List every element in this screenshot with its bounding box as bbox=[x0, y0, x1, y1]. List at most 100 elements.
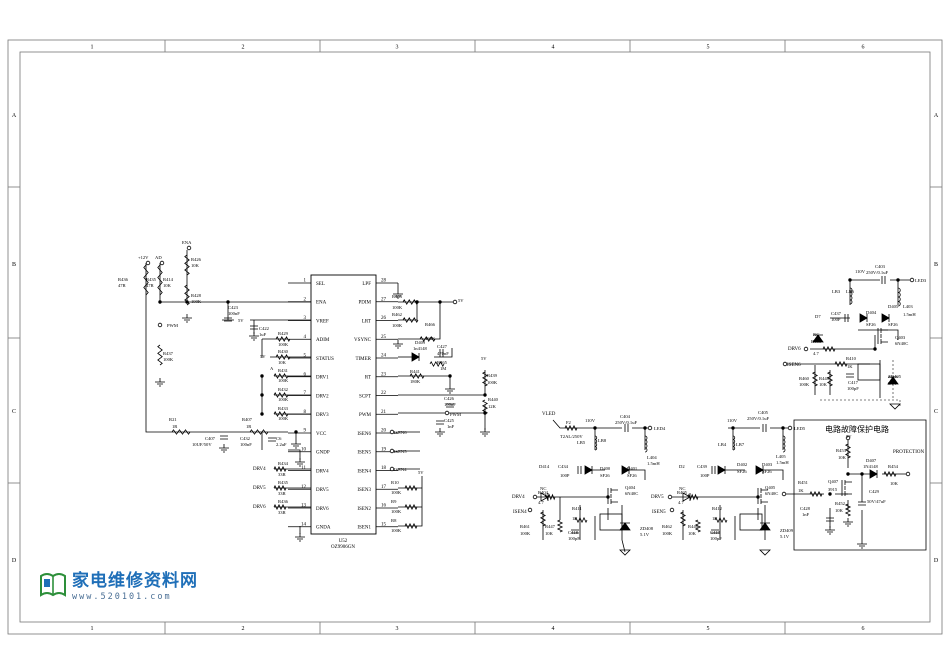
label-r461v: 100K bbox=[520, 531, 531, 536]
wire bbox=[398, 375, 451, 385]
resistor-symbol bbox=[184, 254, 190, 276]
label-r414: R414 bbox=[163, 277, 174, 282]
resistor-symbol bbox=[404, 484, 418, 492]
label-drv4a: DRV4 bbox=[253, 467, 266, 472]
wire bbox=[579, 505, 609, 540]
label-r448: R448 bbox=[819, 376, 830, 381]
label-c6: C6 bbox=[276, 436, 282, 441]
capacitor-symbol bbox=[571, 529, 579, 534]
ic-pin-name: DRV4 bbox=[316, 469, 329, 474]
junction-dot bbox=[896, 278, 900, 282]
resistor-symbol bbox=[714, 516, 728, 524]
resistor-symbol bbox=[844, 503, 852, 517]
label-c403: C403 bbox=[875, 264, 886, 269]
label-sf26c: SF26 bbox=[737, 469, 747, 474]
label-c429: C429 bbox=[869, 489, 880, 494]
net-port-icon bbox=[389, 429, 395, 435]
mosfet-symbol bbox=[841, 480, 852, 496]
ic-pin-name: ISEN2 bbox=[357, 507, 371, 512]
junction-dot bbox=[483, 393, 487, 397]
label-v5b: 5V bbox=[260, 354, 266, 359]
label-r434v: 33R bbox=[278, 472, 287, 477]
label-r430v: 10K bbox=[278, 360, 287, 365]
capacitor-symbol bbox=[624, 424, 629, 432]
ground-icon bbox=[182, 314, 192, 323]
wire bbox=[535, 496, 608, 520]
label-c425: C425 bbox=[444, 418, 455, 423]
label-r465: R465 bbox=[437, 360, 448, 365]
label-r466v: 100K bbox=[425, 336, 436, 341]
capacitor-symbol bbox=[826, 517, 834, 522]
ic-pin-name: DRV2 bbox=[316, 394, 329, 399]
zone-col-bottom-4: 4 bbox=[552, 626, 555, 632]
resistor-symbol bbox=[809, 490, 823, 498]
ic-pin-number: 11 bbox=[301, 466, 306, 471]
label-d414: D414 bbox=[539, 464, 550, 469]
label-d401: D401 bbox=[627, 466, 638, 471]
resistor-symbol bbox=[556, 519, 564, 533]
capacitor-symbol bbox=[446, 403, 454, 408]
ic-pin-name: GNDP bbox=[316, 451, 330, 456]
label-c427: C427 bbox=[437, 344, 448, 349]
net-port-icon bbox=[452, 299, 458, 305]
label-v5d: 5V bbox=[481, 356, 487, 361]
ic-pin-number: 24 bbox=[381, 354, 387, 359]
diode-symbol bbox=[869, 469, 878, 479]
inductor-symbol bbox=[782, 435, 786, 453]
zone-row-left-D: D bbox=[12, 558, 17, 564]
ic-pin-number: 28 bbox=[381, 279, 387, 284]
label-c419: C419 bbox=[710, 530, 721, 535]
label-r411v: 1K bbox=[572, 516, 578, 521]
label-c426: C426 bbox=[444, 396, 455, 401]
label-c428: C428 bbox=[800, 506, 811, 511]
zone-col-bottom-6: 6 bbox=[862, 626, 865, 632]
ic-pin-number: 9 bbox=[304, 429, 307, 434]
ic-pin-name: GNDA bbox=[316, 526, 331, 531]
capacitor-symbol bbox=[250, 325, 258, 330]
label-r463v: 100K bbox=[392, 305, 403, 310]
label-ena-net: ENA bbox=[182, 240, 192, 245]
resistor-symbol bbox=[157, 344, 163, 366]
label-sf26e: SF26 bbox=[866, 322, 876, 327]
opto-array-symbol bbox=[857, 363, 881, 381]
mosfet-symbol bbox=[607, 488, 618, 504]
label-q407v: 3915 bbox=[828, 487, 838, 492]
label-c434: C434 bbox=[558, 464, 569, 469]
label-r10: R10 bbox=[391, 480, 399, 485]
label-l405: L405 bbox=[776, 454, 786, 459]
label-c6v: 2.2uF bbox=[276, 442, 287, 447]
label-r431: R431 bbox=[278, 368, 289, 373]
junction-dot bbox=[860, 472, 864, 476]
ic-pin-number: 8 bbox=[304, 410, 307, 415]
junction-dot bbox=[848, 278, 852, 282]
zone-row-right-B: B bbox=[934, 262, 938, 268]
resistor-symbol bbox=[679, 511, 687, 527]
capacitor-symbol bbox=[436, 420, 444, 425]
label-prot-title: 电路故障保护电路 bbox=[825, 424, 889, 434]
net-port-icon bbox=[909, 277, 915, 283]
capacitor-symbol bbox=[224, 317, 232, 322]
label-r460v: 100K bbox=[799, 382, 810, 387]
diode-symbol bbox=[755, 465, 764, 475]
label-r428v: 100K bbox=[191, 299, 202, 304]
label-l405v: 1.5mH bbox=[776, 460, 789, 465]
label-c407: C407 bbox=[205, 436, 216, 441]
label-lb4: LB4 bbox=[718, 442, 727, 447]
label-v5e: 5V bbox=[418, 470, 424, 475]
label-r451: R451 bbox=[798, 480, 809, 485]
resistor-symbol bbox=[273, 503, 287, 511]
ic-pin-number: 17 bbox=[381, 485, 387, 490]
label-r412v: 1K bbox=[712, 516, 718, 521]
label-r410: R410 bbox=[846, 356, 857, 361]
ic-pin-name: SEL bbox=[316, 282, 325, 287]
capacitor-symbol bbox=[881, 276, 886, 284]
ic-pin-number: 25 bbox=[381, 335, 387, 340]
wire bbox=[145, 263, 288, 433]
resistor-symbol bbox=[402, 316, 419, 324]
label-d2: D2 bbox=[679, 464, 685, 469]
wire bbox=[398, 431, 420, 470]
wire bbox=[810, 335, 876, 350]
capacitor-symbol bbox=[844, 314, 849, 322]
label-drv5a: DRV5 bbox=[253, 486, 266, 491]
resistor-symbol bbox=[273, 465, 287, 473]
